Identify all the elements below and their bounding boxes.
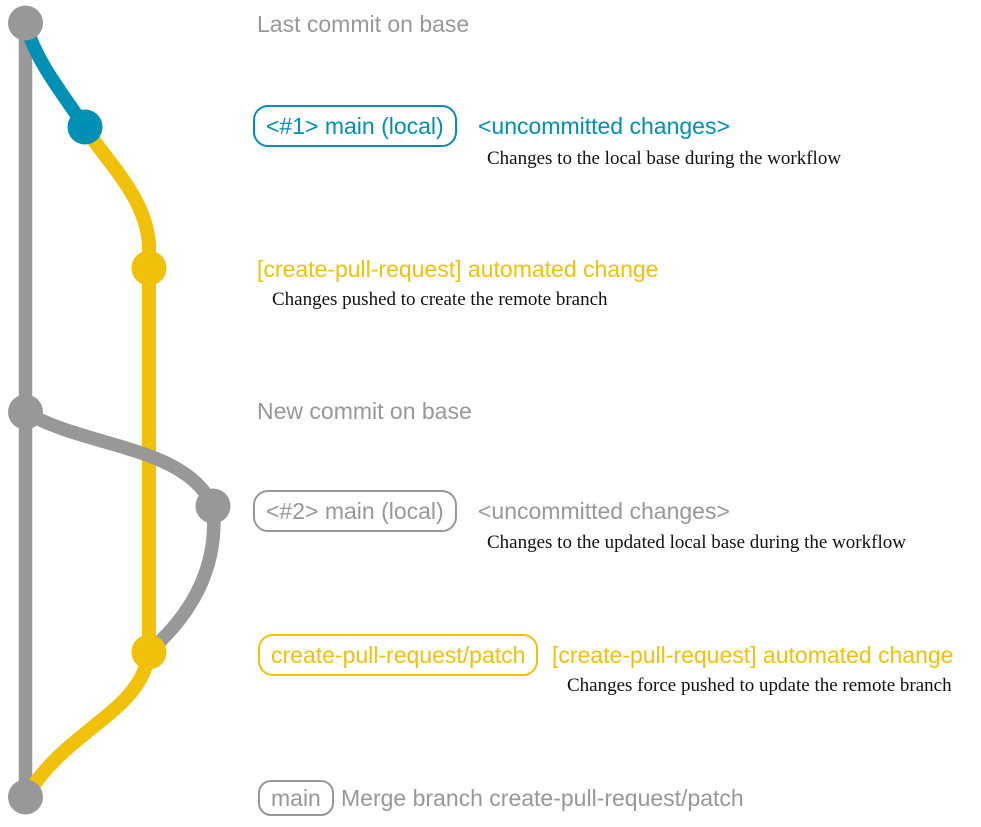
commit-dot-remote-1 [131,250,167,286]
branch-label-main: main [258,780,334,816]
commit-message-merge: Merge branch create-pull-request/patch [341,785,744,811]
commit-message-automated-2: [create-pull-request] automated change [552,642,954,668]
commit-dot-remote-2 [131,634,167,670]
commit-note-automated-2: Changes force pushed to update the remot… [567,675,952,696]
commit-dot-local-1 [67,109,103,145]
branch-label-main-local-1: <#1> main (local) [253,105,457,147]
commit-dot-base-last [8,5,43,41]
branch-label-main-local-2: <#2> main (local) [253,490,457,532]
local-changes-curve-1 [18,18,92,134]
commit-message-automated-1: [create-pull-request] automated change [257,256,659,282]
commit-dot-merge [8,779,43,815]
commit-note-automated-1: Changes pushed to create the remote bran… [272,289,608,310]
branch-label-create-pull-request-patch: create-pull-request/patch [258,634,539,676]
commit-message-uncommitted-1: <uncommitted changes> [478,113,730,139]
merge-curve [20,645,156,802]
commit-dot-local-2 [195,488,231,524]
local-changes-curve-2 [18,405,220,513]
remote-branch-line [78,120,156,659]
commit-note-uncommitted-1: Changes to the local base during the wor… [487,148,842,169]
commit-message-uncommitted-2: <uncommitted changes> [478,498,730,524]
commit-message-base-new: New commit on base [257,398,472,424]
commit-message-base-last: Last commit on base [257,11,470,37]
commit-note-uncommitted-2: Changes to the updated local base during… [487,532,906,553]
commit-dot-base-new [8,394,43,430]
force-push-curve [146,499,221,655]
